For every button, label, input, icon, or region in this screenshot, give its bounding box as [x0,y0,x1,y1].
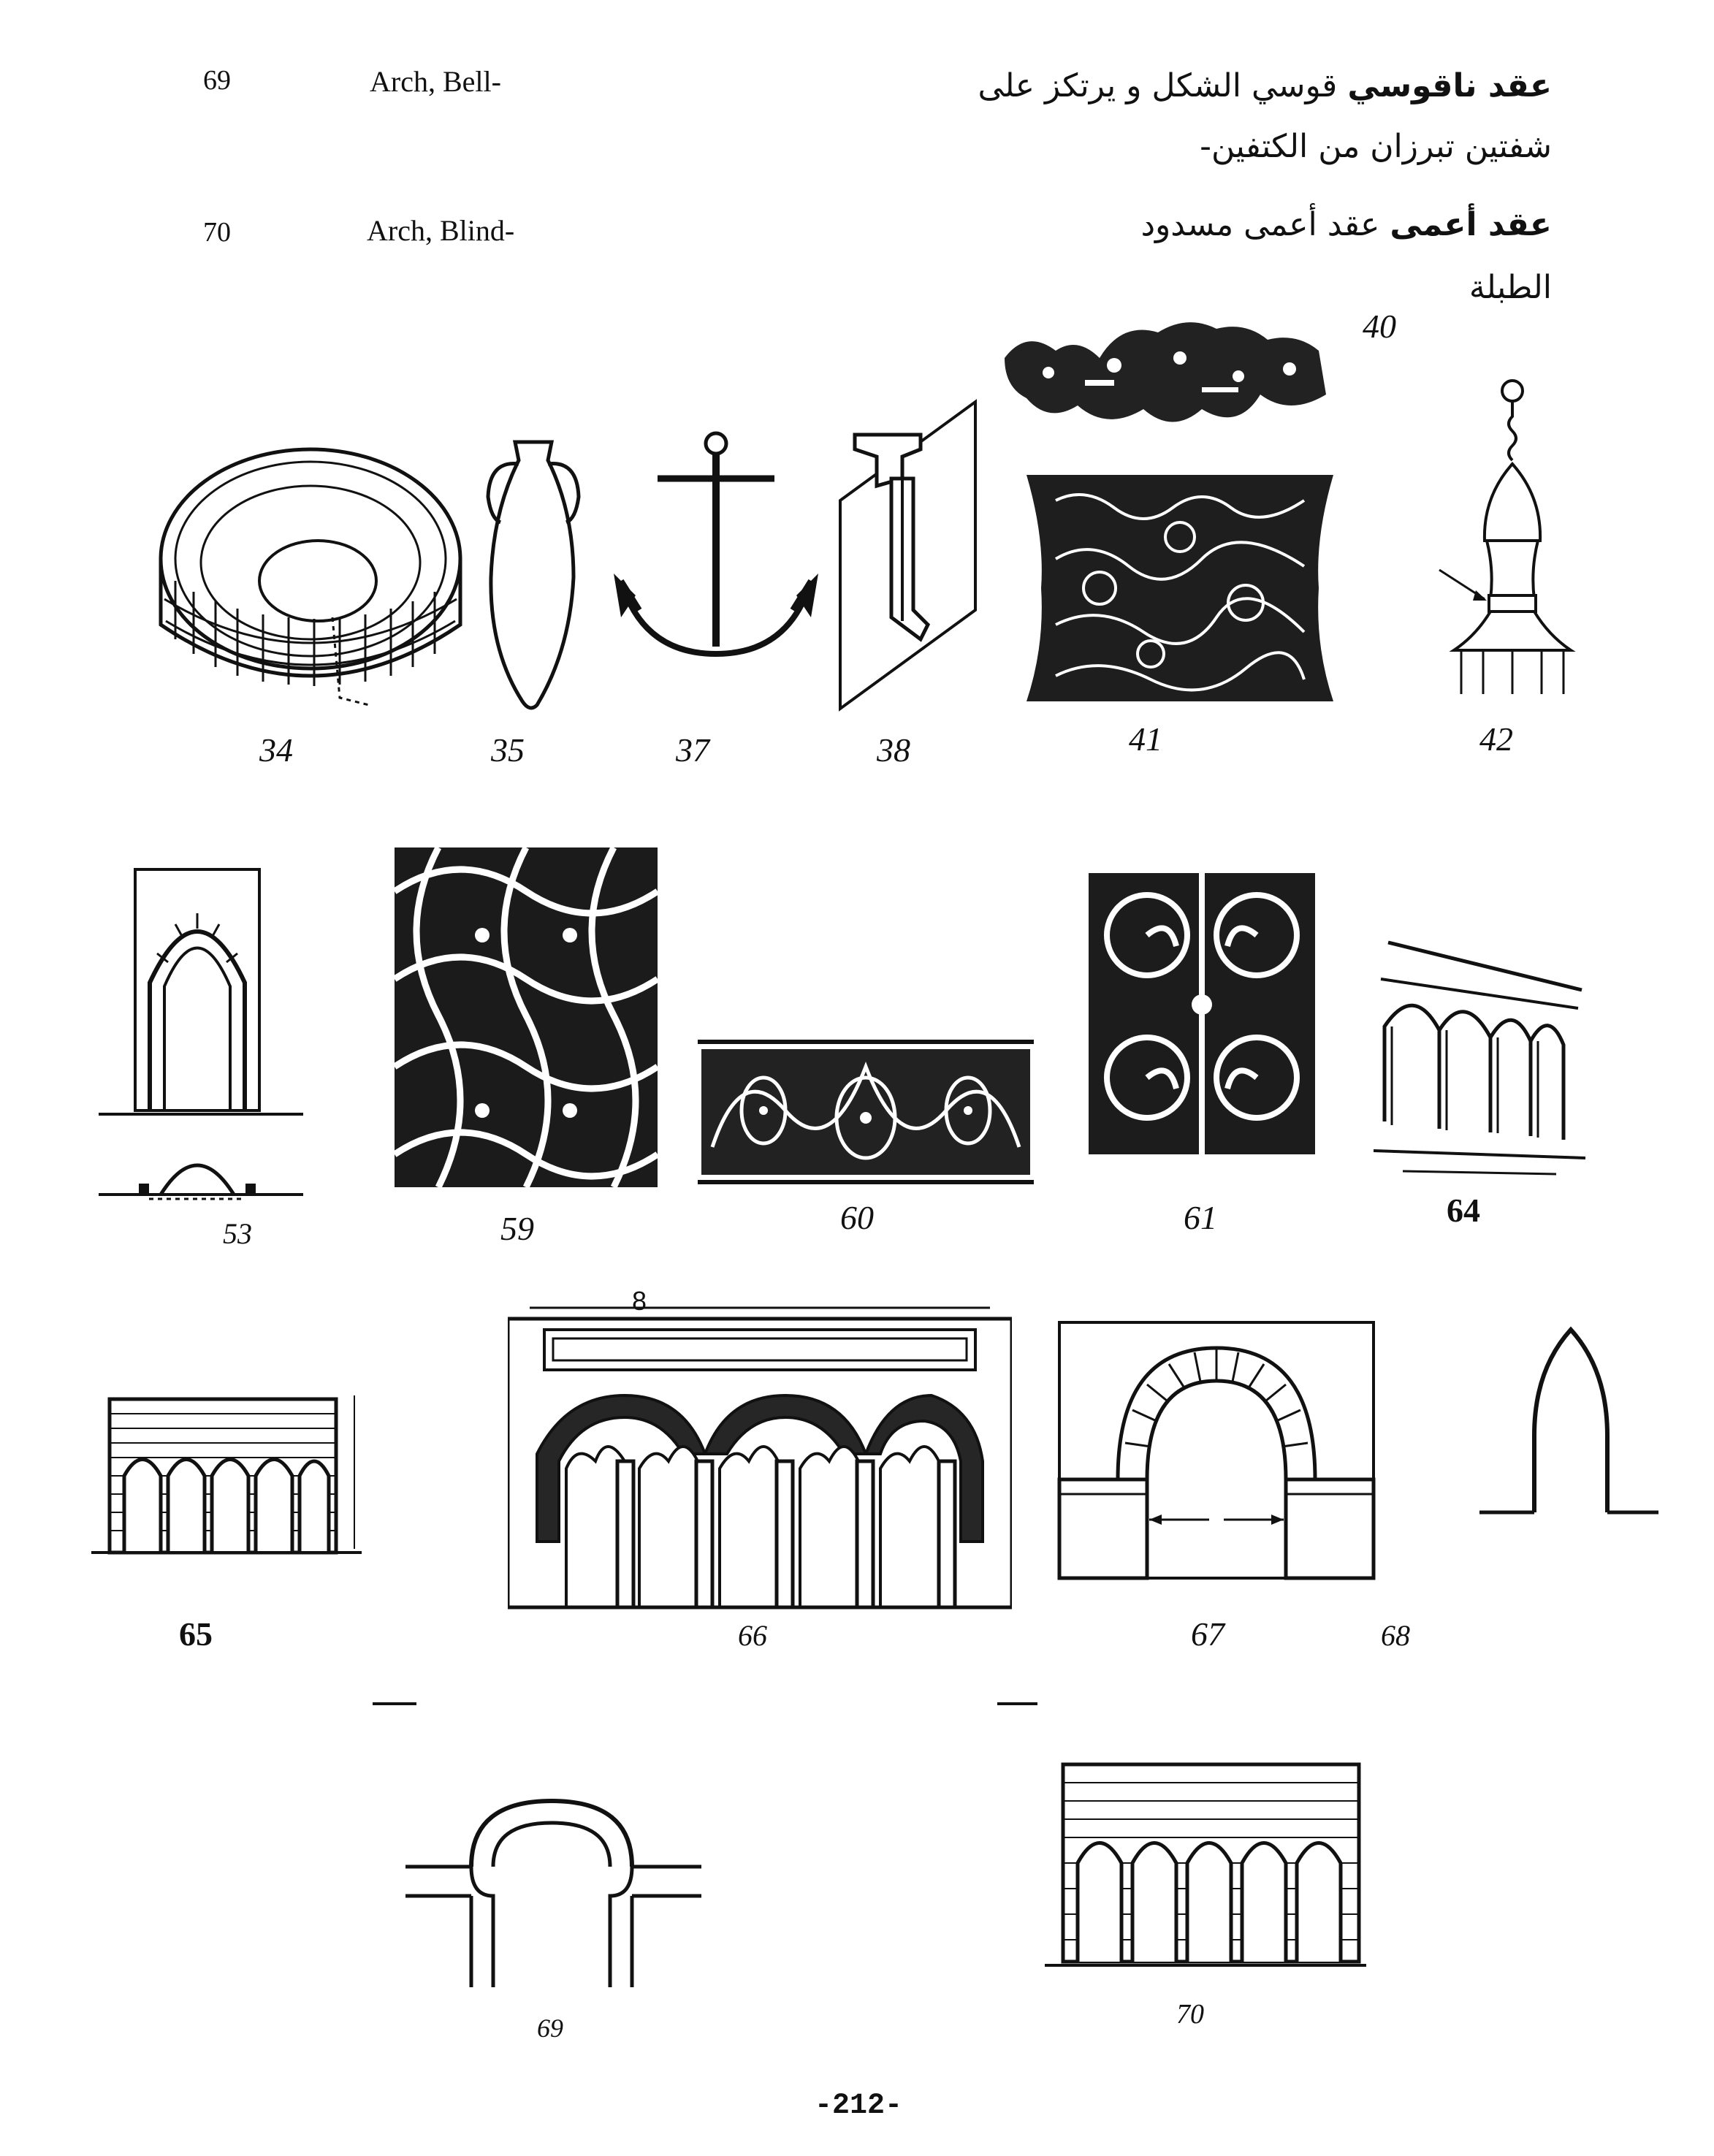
entry-69-arabic-term: عقد ناقوسي [1347,67,1552,104]
figure-41-carved-capital [1027,471,1333,705]
figure-67-voussoir-arch [1056,1319,1377,1582]
entry-70-arabic-rest: عقد أعمى مسدود [1140,206,1380,243]
figure-68-caption: 68 [1381,1619,1410,1652]
figure-41-caption: 41 [1129,720,1162,758]
figure-40-animal-frieze [997,307,1333,438]
figure-65-blind-arcade [91,1395,362,1563]
figure-65-caption: 65 [179,1615,213,1653]
entry-69-arabic-rest: قوسي الشكل و يرتكز على [978,67,1338,104]
entry-70-arabic-line1: عقد أعمى عقد أعمى مسدود [1140,206,1552,243]
figure-69-caption: 69 [537,2014,563,2043]
figure-68-lancet-arch [1479,1326,1662,1523]
figure-42-finial [1432,373,1578,701]
separator-left [373,1702,416,1705]
entry-70-english: Arch, Blind- [367,214,515,247]
figure-66-caption: 66 [738,1619,767,1652]
page-number: -212- [815,2090,903,2122]
figure-53-caption: 53 [223,1217,252,1250]
figure-69-bell-arch [405,1794,701,1991]
figure-64-arcade [1374,939,1585,1180]
figure-61-caption: 61 [1184,1199,1217,1236]
figure-67-caption: 67 [1191,1615,1224,1653]
figure-38-bracket [833,398,986,712]
entry-69-number: 69 [203,65,231,96]
entry-69-arabic-line2: شفتين تبرزان من الكتفين- [1200,128,1552,165]
figure-37-caption: 37 [676,731,709,769]
figure-66-polylobed-arcade: 8 [508,1286,1012,1615]
entry-69-english: Arch, Bell- [370,65,501,98]
figure-35-amphora [475,431,592,712]
figure-42-caption: 42 [1479,720,1513,758]
separator-right [997,1702,1037,1705]
figure-64-caption: 64 [1447,1192,1480,1229]
figure-34-caption: 34 [259,731,293,769]
figure-60-caption: 60 [840,1199,874,1236]
figure-59-caption: 59 [500,1210,534,1247]
entry-70-number: 70 [203,217,231,248]
figure-60-frieze-band [698,1037,1034,1187]
figure-38-caption: 38 [877,731,910,769]
entry-69-arabic-line1: عقد ناقوسي قوسي الشكل و يرتكز على [978,67,1552,104]
figure-35-caption: 35 [491,731,525,769]
entry-70-arabic-line2: الطبلة [1469,269,1552,306]
figure-53-arch-elevation [95,866,307,1209]
figure-70-blind-arcade [1037,1761,1366,1980]
figure-40-caption: 40 [1363,308,1396,345]
entry-70-arabic-term: عقد أعمى [1390,206,1552,243]
figure-37-anchor [614,427,818,668]
figure-59-arabesque-panel [395,847,658,1187]
figure-34-colosseum [150,435,471,712]
figure-61-scroll-panel [1089,873,1315,1154]
figure-70-caption: 70 [1176,1999,1204,2030]
